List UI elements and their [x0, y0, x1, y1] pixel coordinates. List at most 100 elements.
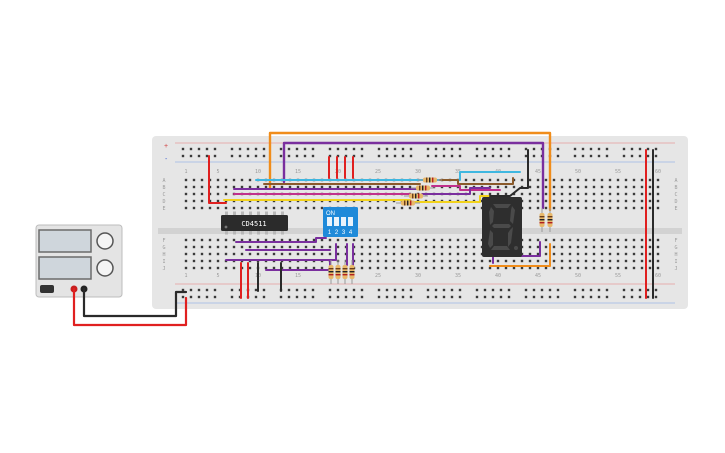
- breadboard-hole[interactable]: [248, 252, 252, 256]
- breadboard-hole[interactable]: [648, 192, 652, 196]
- breadboard-hole[interactable]: [197, 295, 201, 299]
- breadboard-hole[interactable]: [408, 259, 412, 263]
- breadboard-hole[interactable]: [224, 192, 228, 196]
- breadboard-hole[interactable]: [416, 238, 420, 242]
- breadboard-hole[interactable]: [320, 245, 324, 249]
- breadboard-hole[interactable]: [280, 206, 284, 210]
- resistor-4[interactable]: [396, 200, 420, 206]
- breadboard-hole[interactable]: [256, 245, 260, 249]
- breadboard-hole[interactable]: [189, 295, 193, 299]
- breadboard-hole[interactable]: [624, 259, 628, 263]
- breadboard-hole[interactable]: [499, 288, 503, 292]
- breadboard-hole[interactable]: [608, 245, 612, 249]
- breadboard-hole[interactable]: [384, 266, 388, 270]
- breadboard-hole[interactable]: [230, 147, 234, 151]
- breadboard-hole[interactable]: [568, 192, 572, 196]
- breadboard-hole[interactable]: [654, 154, 658, 158]
- breadboard-hole[interactable]: [568, 252, 572, 256]
- breadboard-hole[interactable]: [491, 147, 495, 151]
- breadboard-hole[interactable]: [303, 288, 307, 292]
- breadboard-hole[interactable]: [528, 252, 532, 256]
- breadboard-hole[interactable]: [184, 185, 188, 189]
- resistor-3[interactable]: [404, 193, 428, 199]
- breadboard-hole[interactable]: [224, 178, 228, 182]
- breadboard-hole[interactable]: [560, 252, 564, 256]
- breadboard-hole[interactable]: [605, 154, 609, 158]
- breadboard-hole[interactable]: [624, 178, 628, 182]
- breadboard-hole[interactable]: [576, 266, 580, 270]
- breadboard-hole[interactable]: [496, 266, 500, 270]
- breadboard-hole[interactable]: [646, 154, 650, 158]
- breadboard-hole[interactable]: [442, 288, 446, 292]
- breadboard-hole[interactable]: [528, 259, 532, 263]
- breadboard-hole[interactable]: [393, 295, 397, 299]
- breadboard-hole[interactable]: [568, 206, 572, 210]
- breadboard-hole[interactable]: [216, 178, 220, 182]
- breadboard-hole[interactable]: [272, 206, 276, 210]
- breadboard-hole[interactable]: [597, 154, 601, 158]
- breadboard-hole[interactable]: [616, 266, 620, 270]
- breadboard-hole[interactable]: [376, 185, 380, 189]
- breadboard-hole[interactable]: [568, 266, 572, 270]
- breadboard-hole[interactable]: [608, 252, 612, 256]
- breadboard-hole[interactable]: [648, 266, 652, 270]
- breadboard-hole[interactable]: [528, 206, 532, 210]
- breadboard-hole[interactable]: [638, 147, 642, 151]
- breadboard-hole[interactable]: [304, 238, 308, 242]
- breadboard-hole[interactable]: [544, 238, 548, 242]
- breadboard-hole[interactable]: [336, 295, 340, 299]
- breadboard-hole[interactable]: [464, 206, 468, 210]
- breadboard-hole[interactable]: [336, 245, 340, 249]
- breadboard-hole[interactable]: [264, 252, 268, 256]
- breadboard-hole[interactable]: [608, 192, 612, 196]
- breadboard-hole[interactable]: [499, 147, 503, 151]
- breadboard-hole[interactable]: [512, 266, 516, 270]
- breadboard-hole[interactable]: [540, 288, 544, 292]
- breadboard-hole[interactable]: [352, 238, 356, 242]
- breadboard-hole[interactable]: [632, 238, 636, 242]
- breadboard-hole[interactable]: [640, 199, 644, 203]
- breadboard-hole[interactable]: [368, 252, 372, 256]
- breadboard-hole[interactable]: [581, 288, 585, 292]
- resistor-2[interactable]: [411, 185, 435, 191]
- breadboard-hole[interactable]: [409, 288, 413, 292]
- breadboard-hole[interactable]: [448, 206, 452, 210]
- breadboard-hole[interactable]: [256, 185, 260, 189]
- breadboard-hole[interactable]: [576, 259, 580, 263]
- breadboard-hole[interactable]: [232, 185, 236, 189]
- breadboard-hole[interactable]: [232, 238, 236, 242]
- breadboard-hole[interactable]: [376, 266, 380, 270]
- breadboard-hole[interactable]: [552, 206, 556, 210]
- breadboard-hole[interactable]: [224, 238, 228, 242]
- breadboard-hole[interactable]: [472, 206, 476, 210]
- breadboard-hole[interactable]: [616, 199, 620, 203]
- breadboard-hole[interactable]: [262, 154, 266, 158]
- breadboard-hole[interactable]: [320, 238, 324, 242]
- breadboard-hole[interactable]: [640, 266, 644, 270]
- breadboard-hole[interactable]: [377, 295, 381, 299]
- breadboard-hole[interactable]: [450, 154, 454, 158]
- breadboard-hole[interactable]: [272, 266, 276, 270]
- breadboard-hole[interactable]: [640, 192, 644, 196]
- breadboard-hole[interactable]: [592, 238, 596, 242]
- breadboard-hole[interactable]: [303, 154, 307, 158]
- breadboard-hole[interactable]: [624, 266, 628, 270]
- breadboard-hole[interactable]: [304, 266, 308, 270]
- breadboard-hole[interactable]: [208, 252, 212, 256]
- breadboard-hole[interactable]: [464, 252, 468, 256]
- breadboard-hole[interactable]: [360, 259, 364, 263]
- breadboard-hole[interactable]: [393, 154, 397, 158]
- breadboard-hole[interactable]: [216, 206, 220, 210]
- breadboard-hole[interactable]: [568, 259, 572, 263]
- breadboard-hole[interactable]: [192, 199, 196, 203]
- breadboard-hole[interactable]: [184, 206, 188, 210]
- breadboard-hole[interactable]: [208, 206, 212, 210]
- breadboard-hole[interactable]: [213, 154, 217, 158]
- breadboard-hole[interactable]: [544, 185, 548, 189]
- breadboard-hole[interactable]: [576, 185, 580, 189]
- breadboard-hole[interactable]: [377, 154, 381, 158]
- breadboard-hole[interactable]: [544, 178, 548, 182]
- breadboard-hole[interactable]: [311, 295, 315, 299]
- resistor-dip-1[interactable]: [328, 260, 334, 284]
- breadboard-hole[interactable]: [376, 259, 380, 263]
